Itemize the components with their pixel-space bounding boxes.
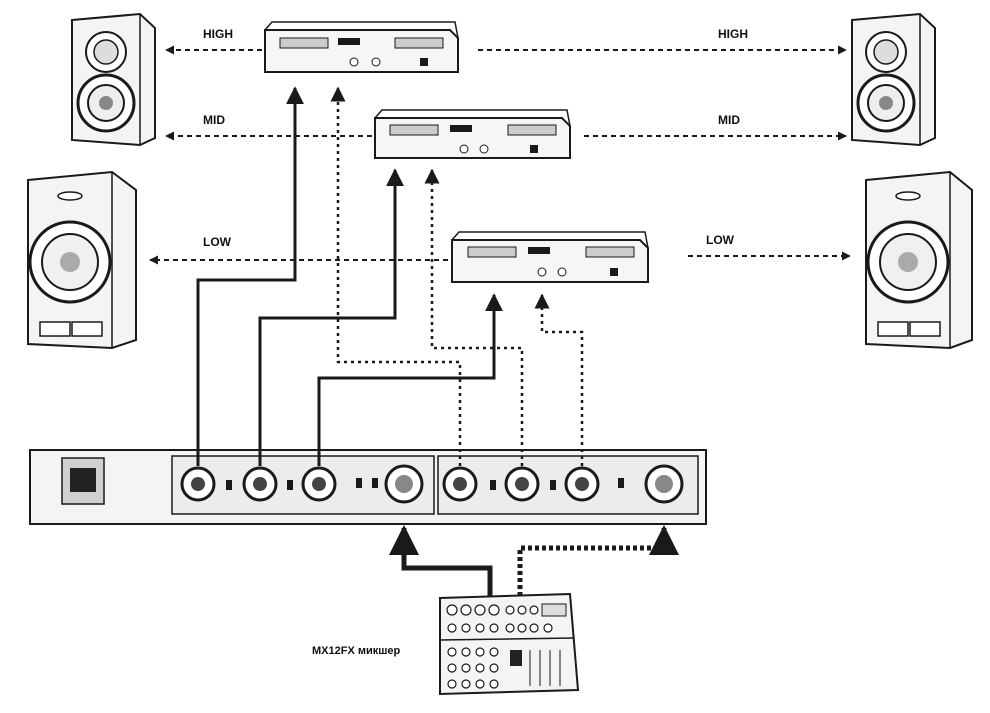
xlr-out-low-ch2-icon: [564, 466, 600, 502]
amplifier-low: [451, 231, 649, 283]
label-low-left: LOW: [203, 235, 232, 249]
xlr-in-ch1-icon: [384, 464, 424, 504]
label-mid-right: MID: [718, 113, 740, 127]
xlr-out-high-ch2-icon: [442, 466, 478, 502]
xlr-out-low-ch1-icon: [301, 466, 337, 502]
high-speaker-right: [851, 12, 936, 147]
xlr-out-mid-ch2-icon: [504, 466, 540, 502]
crossover-unit: [29, 449, 707, 525]
label-mixer: MX12FX микшер: [312, 645, 401, 657]
xlr-out-mid-ch1-icon: [242, 466, 278, 502]
mixer-to-crossover-cables: [389, 525, 679, 596]
cables-channel-2: [330, 86, 584, 466]
xlr-out-high-ch1-icon: [180, 466, 216, 502]
mixer-unit: [439, 592, 580, 696]
label-low-right: LOW: [706, 233, 735, 247]
label-high-right: HIGH: [718, 27, 748, 41]
label-high-left: HIGH: [203, 27, 233, 41]
amplifier-mid: [374, 109, 571, 159]
amplifier-high: [264, 21, 459, 73]
label-mid-left: MID: [203, 113, 225, 127]
high-speaker-left: [71, 12, 156, 147]
xlr-in-ch2-icon: [644, 464, 684, 504]
cables-channel-1: [196, 86, 503, 466]
low-speaker-right: [865, 170, 973, 350]
amp-to-speaker-arrows: [149, 45, 851, 265]
low-speaker-left: [27, 170, 137, 350]
